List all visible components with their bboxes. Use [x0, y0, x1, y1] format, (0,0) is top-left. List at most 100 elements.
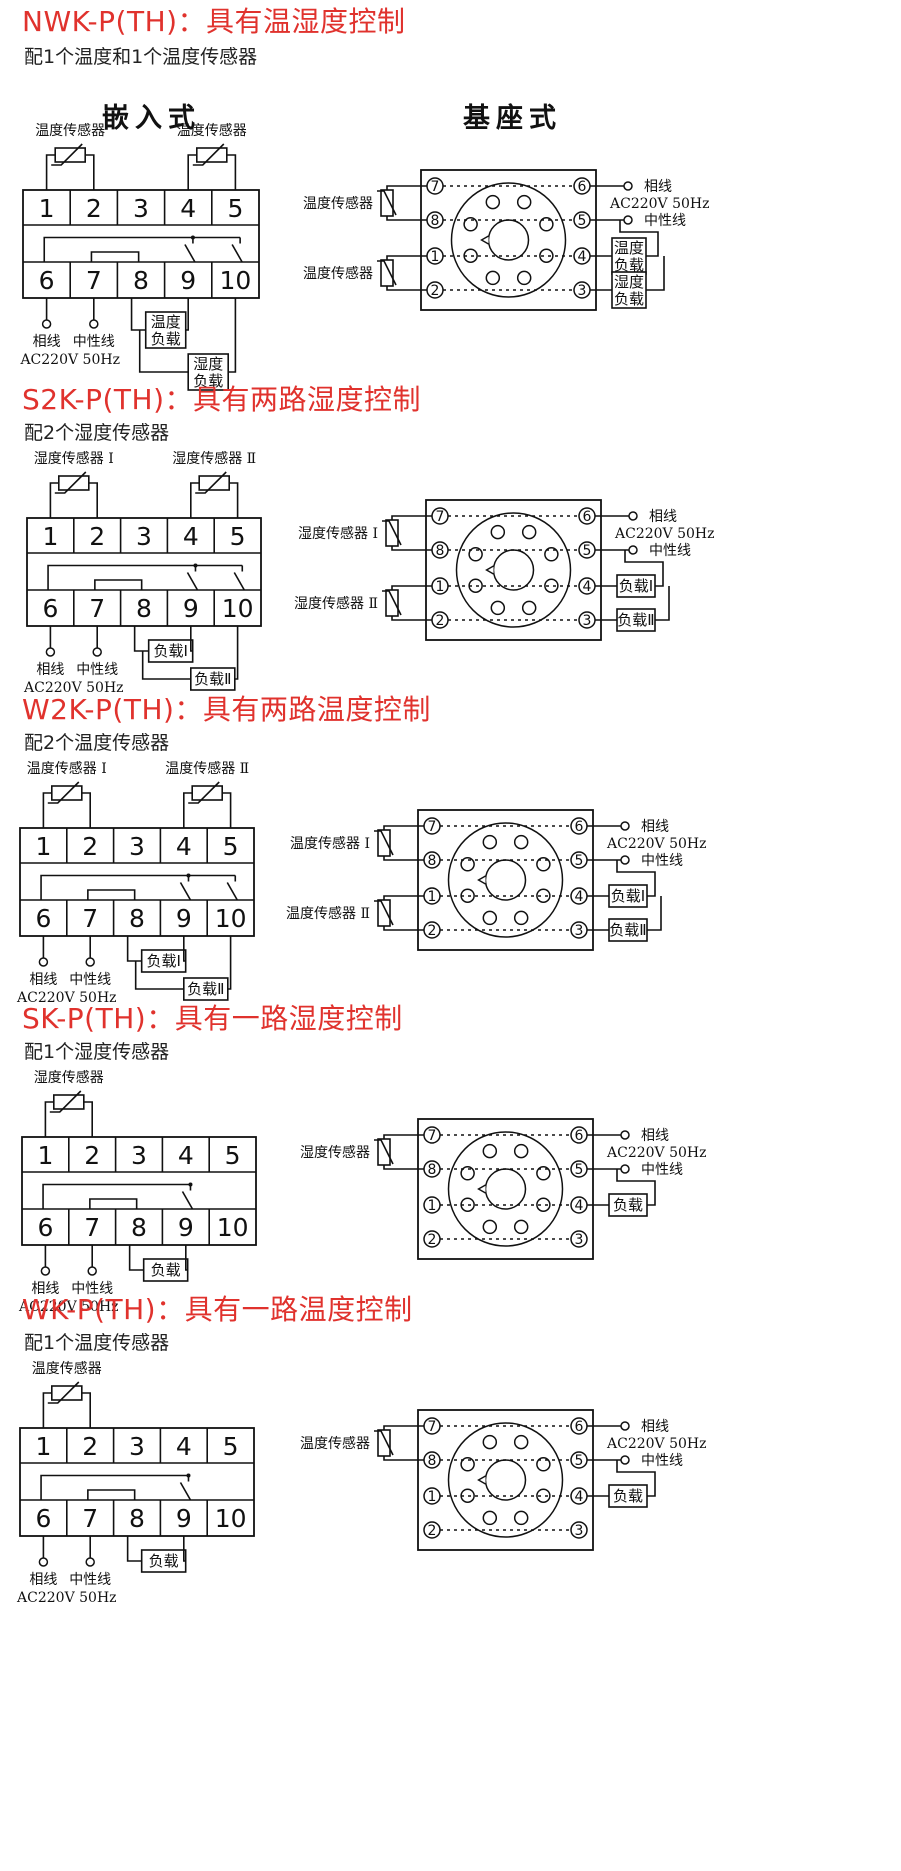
pin-1-marker [423, 1487, 441, 1505]
supply-label: AC220V 50Hz [19, 352, 120, 368]
terminal-7: 7 [82, 904, 98, 933]
base-sensor-1-icon [374, 829, 394, 857]
terminal-5: 5 [227, 194, 243, 223]
socket-pin-hole [536, 1457, 551, 1472]
base-live-label: 相线 [641, 1419, 669, 1435]
socket-pin-hole [460, 857, 475, 872]
terminal-3: 3 [133, 194, 149, 223]
socket-pin-hole [539, 248, 554, 263]
socket-pin-hole [536, 857, 551, 872]
internal-link [90, 251, 140, 262]
base-load-1-box-text: 负载 [614, 256, 644, 274]
load-1-box-text: 负载 [151, 1261, 181, 1279]
supply-label: AC220V 50Hz [16, 1590, 117, 1606]
sensor-2-icon-label: 湿度传感器 Ⅱ [172, 450, 256, 467]
terminal-4: 4 [176, 1432, 192, 1461]
terminal-2: 2 [82, 1432, 98, 1461]
base-live-terminal-icon [620, 821, 630, 831]
socket-pin-hole [521, 600, 537, 616]
base-neutral-label: 中性线 [649, 543, 691, 559]
load-2-box-text: 湿度 [193, 355, 223, 373]
terminal-8: 8 [133, 266, 149, 295]
live-label: 相线 [31, 1281, 59, 1297]
socket-pin-hole [490, 524, 506, 540]
common-bus [40, 874, 236, 900]
terminal-8: 8 [131, 1213, 147, 1242]
relay-contact [226, 882, 238, 901]
base-load-2-wire [655, 586, 670, 621]
base-sensor-1-icon-label: 温度传感器 [303, 195, 373, 212]
socket-pin-hole [544, 547, 559, 562]
terminal-block-frame [19, 827, 255, 937]
terminal-6: 6 [35, 1504, 51, 1533]
socket-pin-hole [521, 524, 537, 540]
terminal-2: 2 [89, 522, 105, 551]
live-label: 相线 [29, 972, 57, 988]
base-sensor-1-icon-label: 温度传感器 Ⅰ [290, 835, 370, 852]
base-load-2-box-text: 负载Ⅱ [609, 921, 646, 939]
wiring-diagrams: 16273849510温度传感器温度传感器相线中性线AC220V 50Hz温度负… [19, 122, 710, 391]
sensor-1-icon [54, 471, 90, 494]
pin-3-marker [570, 1521, 588, 1539]
load-2-wire [134, 961, 184, 990]
load-2-wire [234, 626, 239, 680]
section-subtitle: 配2个温度传感器 [24, 732, 170, 754]
base-load-1-box: 负载 [608, 1484, 648, 1508]
load-1-wire [190, 626, 193, 652]
relay-contact [186, 572, 199, 591]
base-live-terminal-icon [620, 1421, 630, 1431]
base-sensor-2-icon [377, 259, 397, 287]
pin-5: 5 [578, 213, 587, 229]
socket-key-hole [484, 1168, 527, 1210]
base-sensor-1-icon [382, 519, 402, 547]
terminal-5: 5 [225, 1141, 241, 1170]
socket-pin-hole [513, 1143, 529, 1159]
socket-pin-hole [485, 270, 501, 286]
terminal-7: 7 [82, 1504, 98, 1533]
pin-6: 6 [575, 1419, 584, 1435]
neutral-terminal-icon [92, 647, 102, 657]
sensor-1-icon [47, 781, 83, 804]
sensor-1-icon-label: 温度传感器 [35, 122, 105, 139]
base-neutral-label: 中性线 [641, 1453, 683, 1469]
socket-pin-hole [536, 1488, 551, 1503]
base-load-1-box-text: 负载Ⅰ [619, 577, 653, 595]
pin-8: 8 [428, 1453, 437, 1469]
socket-key-hole [487, 219, 530, 261]
base-neutral-terminal-icon [620, 1164, 630, 1174]
base-neutral-terminal-icon [620, 855, 630, 865]
base-load-1-box-text: 负载 [613, 1196, 643, 1214]
load-1-box-text: 负载 [151, 330, 181, 348]
terminal-2: 2 [84, 1141, 100, 1170]
pin-6: 6 [583, 509, 592, 525]
common-bus [42, 1183, 191, 1209]
socket-key-notch [480, 235, 489, 245]
terminal-10: 10 [222, 594, 254, 623]
base-load-1-box-text: 温度 [614, 239, 644, 257]
socket-pin-hole [539, 217, 554, 232]
socket-pin-hole [482, 910, 498, 926]
pin-1: 1 [428, 1198, 437, 1214]
base-supply-label: AC220V 50Hz [606, 1145, 707, 1161]
base-load-1-wire [616, 860, 656, 897]
socket-pin-hole [460, 1166, 475, 1181]
load-2-wire [141, 651, 191, 680]
socket-pin-hole [485, 194, 501, 210]
relay-contact [233, 572, 245, 591]
base-load-1-wire [616, 1460, 656, 1497]
pin-2: 2 [436, 613, 445, 629]
base-load-2-box-text: 湿度 [614, 273, 644, 291]
load-1-box-text: 负载Ⅰ [146, 952, 180, 970]
pin-1: 1 [431, 249, 440, 265]
relay-contact [231, 244, 243, 263]
supply-label: AC220V 50Hz [16, 990, 117, 1006]
pin-5: 5 [575, 1453, 584, 1469]
relay-contact [184, 244, 196, 263]
live-label: 相线 [36, 662, 64, 678]
sensor-1-icon-label: 湿度传感器 [34, 1069, 104, 1086]
